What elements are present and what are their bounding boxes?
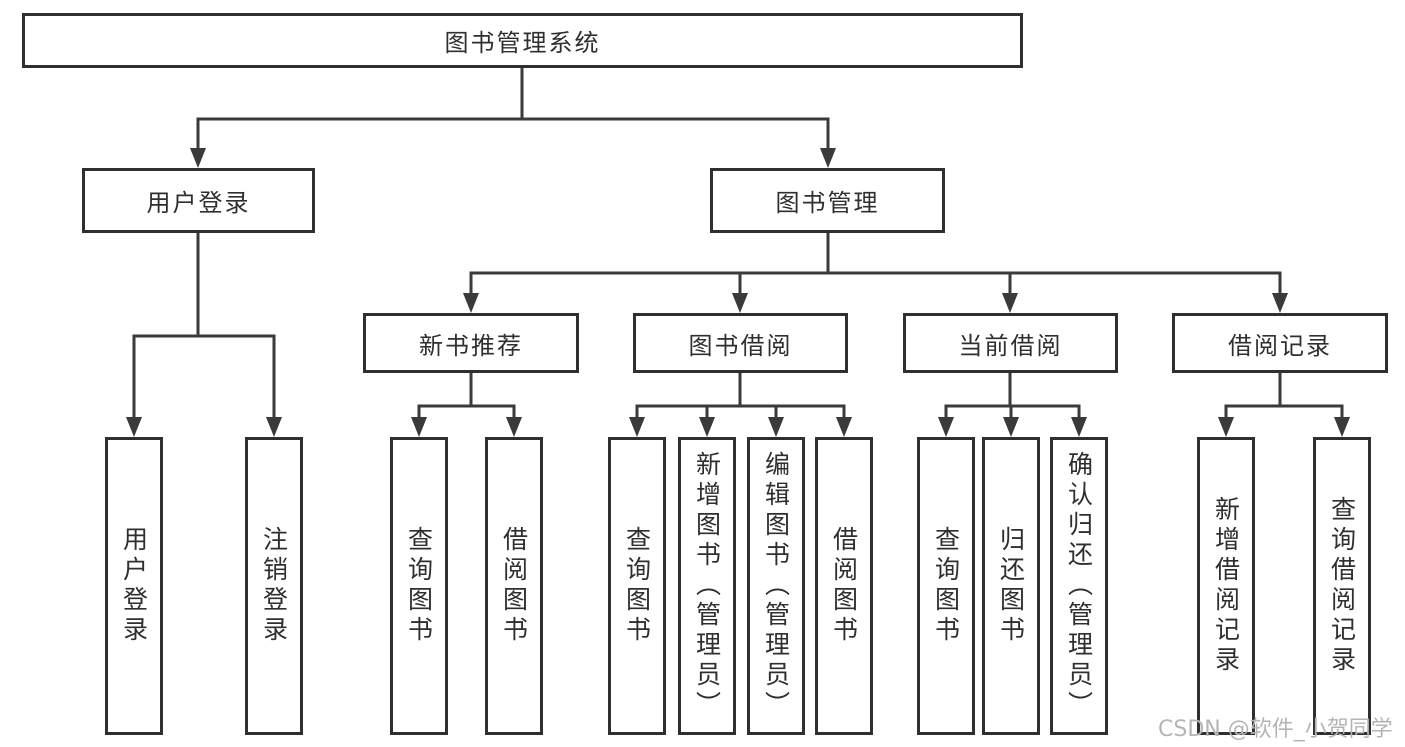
node-borrowing-records-label: 借阅记录: [1228, 331, 1332, 360]
leaf-user-login: 用户登录: [105, 437, 163, 735]
node-current-borrowing-label: 当前借阅: [958, 331, 1063, 360]
leaf-add-books-admin: 新增图书（管理员）: [678, 437, 736, 735]
node-user-login: 用户登录: [82, 168, 315, 233]
leaf-edit-books-admin: 编辑图书（管理员）: [747, 437, 805, 735]
leaf-logout-login: 注销登录: [245, 437, 303, 735]
arrowheads: [126, 148, 1350, 437]
leaf-query-books-recommend: 查询图书: [390, 437, 448, 735]
leaf-query-books-borrowing: 查询图书: [608, 437, 666, 735]
node-borrowing-records: 借阅记录: [1172, 313, 1388, 373]
node-book-management-label: 图书管理: [775, 189, 880, 217]
leaf-query-books-current: 查询图书: [917, 437, 975, 735]
node-new-book-recommend-label: 新书推荐: [419, 331, 523, 360]
node-current-borrowing: 当前借阅: [903, 313, 1118, 373]
leaf-query-borrow-record: 查询借阅记录: [1313, 437, 1371, 735]
leaf-borrow-books-borrowing: 借阅图书: [815, 437, 873, 735]
leaf-add-borrow-record: 新增借阅记录: [1197, 437, 1255, 735]
node-new-book-recommend: 新书推荐: [363, 313, 579, 373]
node-library-system-label: 图书管理系统: [444, 29, 601, 57]
node-book-borrowing-label: 图书借阅: [688, 331, 793, 360]
node-library-system: 图书管理系统: [22, 13, 1023, 68]
node-user-login-label: 用户登录: [146, 189, 251, 217]
leaf-return-books: 归还图书: [982, 437, 1040, 735]
node-book-management: 图书管理: [710, 168, 945, 233]
leaf-confirm-return-admin: 确认归还（管理员）: [1050, 437, 1108, 735]
leaf-borrow-books-recommend: 借阅图书: [485, 437, 543, 735]
csdn-watermark: CSDN @软件_小贺同学: [1158, 717, 1393, 742]
node-book-borrowing: 图书借阅: [633, 313, 848, 373]
